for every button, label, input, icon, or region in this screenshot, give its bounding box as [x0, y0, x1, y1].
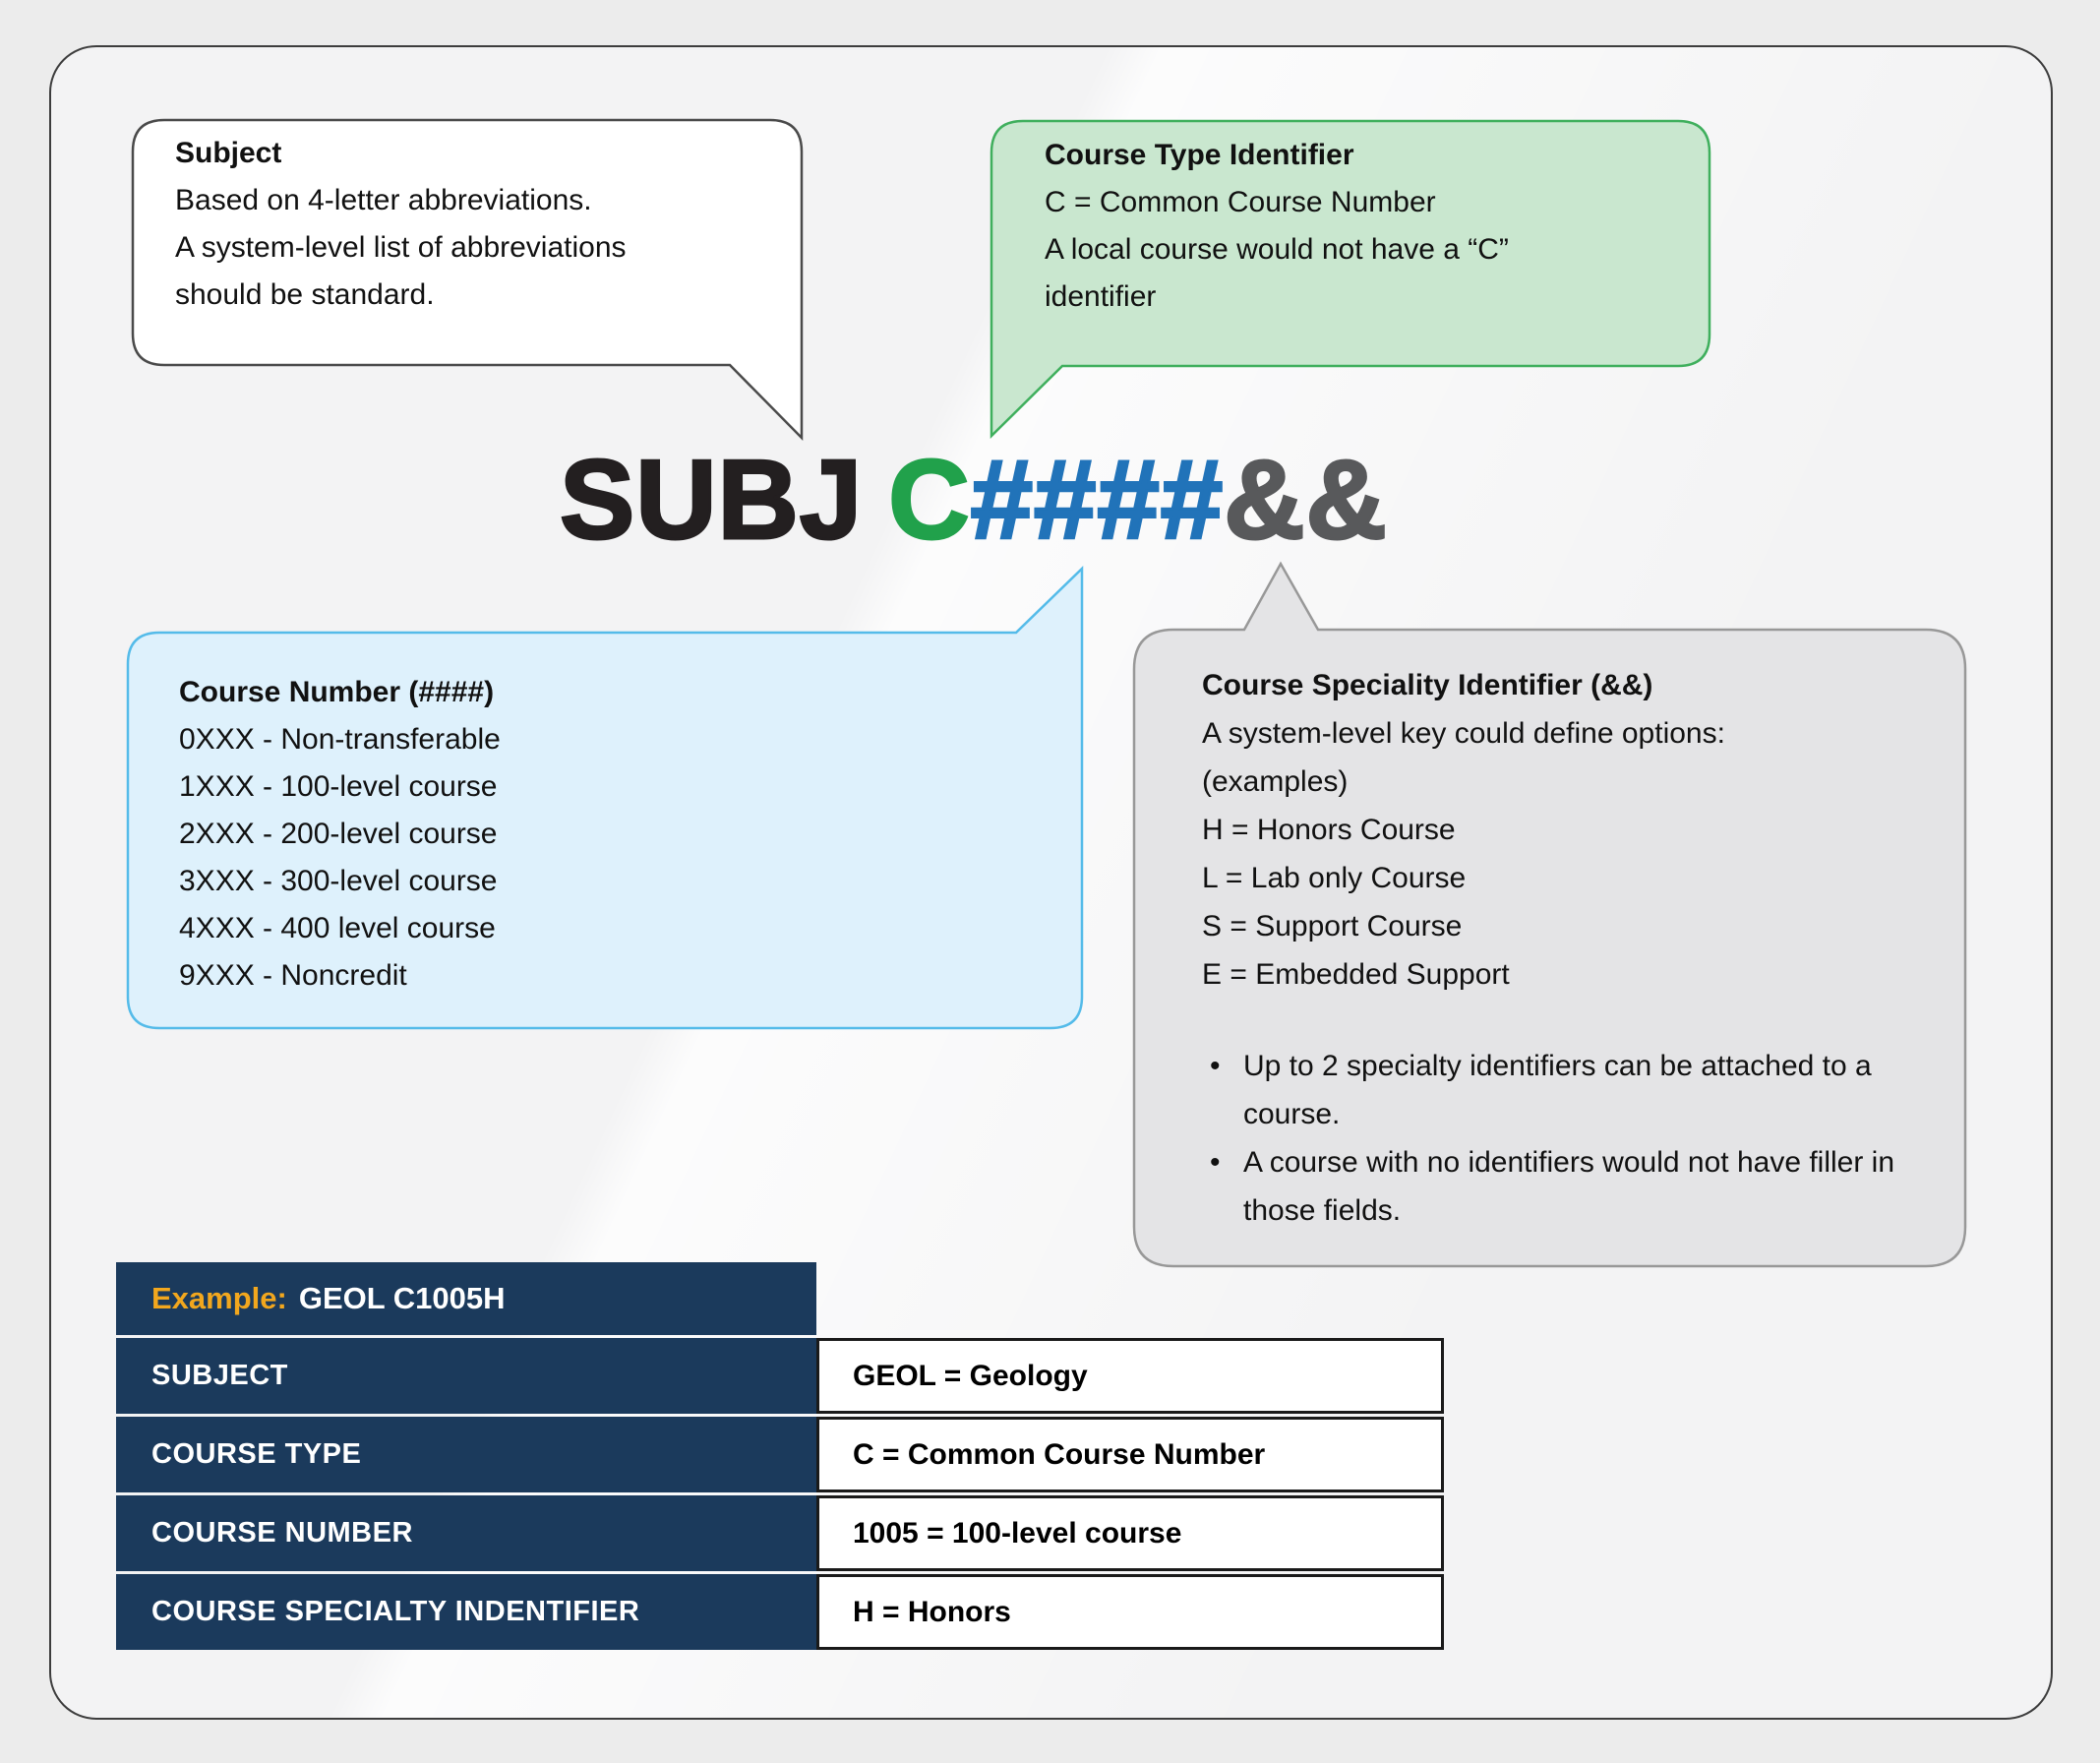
table-row: COURSE SPECIALTY INDENTIFIER H = Honors	[116, 1574, 1444, 1650]
row-value-specialty: H = Honors	[816, 1574, 1444, 1650]
subject-bubble: Subject Based on 4-letter abbreviations.…	[175, 130, 780, 319]
course-type-bubble: Course Type Identifier C = Common Course…	[1045, 132, 1684, 321]
course-type-heading: Course Type Identifier	[1045, 139, 1354, 171]
specialty-line: E = Embedded Support	[1202, 958, 1510, 991]
table-row: SUBJECT GEOL = Geology	[116, 1338, 1444, 1414]
specialty-bubble: Course Speciality Identifier (&&) A syst…	[1202, 661, 1920, 1235]
bullet-dot-icon: •	[1210, 1050, 1221, 1082]
course-number-heading: Course Number (####)	[179, 676, 495, 708]
formula-specialty-part: &&	[1223, 438, 1389, 563]
course-number-line: 4XXX - 400 level course	[179, 912, 496, 944]
specialty-bullet-list: • Up to 2 specialty identifiers can be a…	[1202, 1042, 1920, 1235]
table-row: COURSE TYPE C = Common Course Number	[116, 1417, 1444, 1492]
example-table-header: Example: GEOL C1005H	[116, 1262, 816, 1335]
formula-number-part: ####	[969, 438, 1225, 563]
specialty-line: H = Honors Course	[1202, 814, 1456, 846]
example-value: GEOL C1005H	[298, 1281, 506, 1315]
specialty-line: A system-level key could define options:	[1202, 717, 1725, 750]
course-type-line: C = Common Course Number	[1045, 186, 1436, 218]
example-table: Example: GEOL C1005H SUBJECT GEOL = Geol…	[116, 1262, 1444, 1650]
course-number-bubble: Course Number (####) 0XXX - Non-transfer…	[179, 669, 1054, 1000]
row-label-course-type: COURSE TYPE	[116, 1417, 816, 1492]
row-label-subject: SUBJECT	[116, 1338, 816, 1414]
course-number-line: 9XXX - Noncredit	[179, 959, 407, 992]
course-number-line: 3XXX - 300-level course	[179, 865, 498, 897]
example-label: Example:	[151, 1281, 287, 1315]
course-number-line: 1XXX - 100-level course	[179, 770, 498, 803]
course-number-line: 0XXX - Non-transferable	[179, 723, 501, 756]
specialty-heading: Course Speciality Identifier (&&)	[1202, 669, 1653, 701]
subject-line: Based on 4-letter abbreviations.	[175, 184, 592, 216]
row-label-specialty: COURSE SPECIALTY INDENTIFIER	[116, 1574, 816, 1650]
row-value-subject: GEOL = Geology	[816, 1338, 1444, 1414]
subject-line: should be standard.	[175, 278, 435, 311]
bullet-dot-icon: •	[1210, 1146, 1221, 1179]
table-row: COURSE NUMBER 1005 = 100-level course	[116, 1495, 1444, 1571]
course-number-line: 2XXX - 200-level course	[179, 818, 498, 850]
specialty-bullet: • Up to 2 specialty identifiers can be a…	[1202, 1042, 1920, 1138]
specialty-line: (examples)	[1202, 765, 1349, 798]
row-value-course-number: 1005 = 100-level course	[816, 1495, 1444, 1571]
specialty-line: S = Support Course	[1202, 910, 1463, 942]
specialty-bullet: • A course with no identifiers would not…	[1202, 1138, 1920, 1235]
formula-coursetype-part: C	[887, 438, 971, 563]
subject-heading: Subject	[175, 137, 282, 169]
formula-subject-part: SUBJ	[559, 438, 864, 563]
course-type-line: identifier	[1045, 280, 1157, 313]
row-label-course-number: COURSE NUMBER	[116, 1495, 816, 1571]
specialty-line: L = Lab only Course	[1202, 862, 1467, 894]
specialty-bullet-text: A course with no identifiers would not h…	[1243, 1146, 1895, 1227]
specialty-bullet-text: Up to 2 specialty identifiers can be att…	[1243, 1050, 1872, 1130]
subject-line: A system-level list of abbreviations	[175, 231, 627, 264]
row-value-course-type: C = Common Course Number	[816, 1417, 1444, 1492]
course-type-line: A local course would not have a “C”	[1045, 233, 1509, 266]
